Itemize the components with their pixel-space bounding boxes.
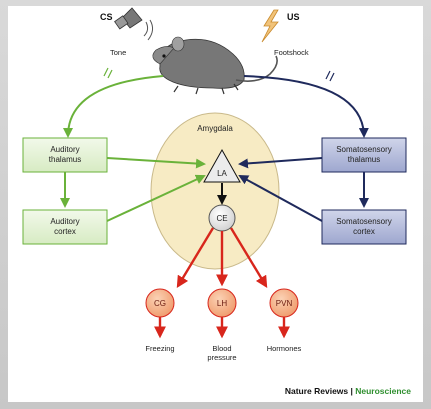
somatosensory-cortex-box — [321, 209, 407, 245]
journal-separator: | — [348, 386, 355, 396]
somatosensory-thalamus-line1: Somatosensory — [336, 145, 392, 154]
ce-label: CE — [216, 214, 227, 223]
amygdala-title: Amygdala — [197, 124, 233, 133]
rat-icon — [152, 36, 278, 95]
journal-name: Nature Reviews — [285, 386, 349, 396]
footshock-label: Footshock — [274, 48, 309, 57]
lh-label: LH — [217, 299, 227, 308]
som-cortex-to-la-arrow — [238, 175, 323, 222]
som-thalamus-to-la-arrow — [238, 157, 323, 169]
output-lh: LH Blood pressure — [207, 288, 237, 362]
auditory-cortex-line2: cortex — [54, 227, 76, 236]
output-cg: CG Freezing — [145, 288, 175, 353]
somatosensory-thalamus-box — [321, 137, 407, 173]
aud-cortex-to-la-arrow — [106, 174, 206, 222]
ce-to-cg-arrow — [176, 227, 215, 289]
us-label: US — [287, 12, 300, 22]
auditory-thalamus-line2: thalamus — [49, 155, 81, 164]
output-pvn: PVN Hormones — [267, 288, 302, 353]
la-label: LA — [217, 169, 227, 178]
freezing-label: Freezing — [145, 344, 174, 353]
journal-credit: Nature Reviews | Neuroscience — [285, 386, 411, 396]
auditory-thalamus-box — [22, 137, 108, 173]
us-break-mark — [325, 70, 335, 82]
us-pathway-arrow — [243, 75, 369, 138]
somatosensory-thalamus-line2: thalamus — [348, 155, 380, 164]
aud-thalamus-to-la-arrow — [106, 157, 206, 169]
cs-break-mark — [103, 67, 113, 79]
tone-label: Tone — [110, 48, 126, 57]
journal-section: Neuroscience — [355, 386, 411, 396]
somatosensory-cortex-line2: cortex — [353, 227, 375, 236]
auditory-cortex-line1: Auditory — [50, 217, 79, 226]
hormones-label: Hormones — [267, 344, 302, 353]
blood-pressure-line2: pressure — [207, 353, 236, 362]
diagram-panel: CS US Tone Footshock — [8, 6, 423, 402]
cg-label: CG — [154, 299, 166, 308]
pvn-label: PVN — [276, 299, 293, 308]
somatosensory-cortex-line1: Somatosensory — [336, 217, 392, 226]
fear-conditioning-diagram: CS US Tone Footshock — [22, 7, 411, 396]
cs-pathway-arrow — [63, 75, 164, 138]
ce-to-pvn-arrow — [229, 227, 268, 289]
blood-pressure-line1: Blood — [212, 344, 231, 353]
la-node — [203, 148, 241, 183]
speaker-icon — [114, 7, 154, 41]
lightning-bolt-icon — [261, 9, 279, 43]
auditory-cortex-box — [22, 209, 108, 245]
amygdala-region — [150, 112, 280, 270]
auditory-thalamus-line1: Auditory — [50, 145, 79, 154]
cs-label: CS — [100, 12, 113, 22]
